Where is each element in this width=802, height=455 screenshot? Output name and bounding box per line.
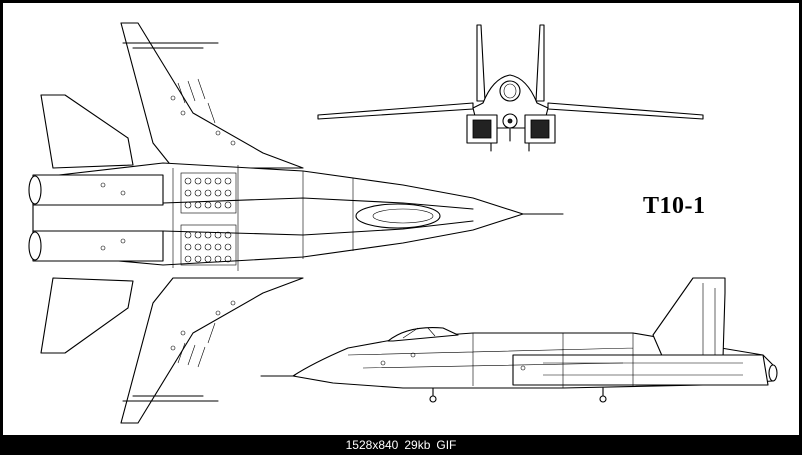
top-view-lower-stabilizer [40,277,134,354]
front-view-left-fin [476,24,486,102]
three-view-drawing [28,22,778,424]
top-view [28,22,564,424]
side-view-canopy [387,326,459,342]
aircraft-drawing[interactable]: T10-1 [3,3,799,435]
top-view-upper-engine [32,174,164,206]
top-view-upper-stabilizer [40,94,134,169]
side-view-vertical-tail [652,277,726,359]
image-dimensions: 1528x840 [345,438,399,452]
top-view-panel-details [100,78,237,368]
top-view-canopy [355,203,441,229]
top-view-lower-engine [32,230,164,262]
top-view-lower-wing [120,277,304,424]
front-view-left-wing [317,102,474,120]
side-view-engine-nacelle [512,354,769,386]
side-view [260,277,778,403]
image-file-size: 29kb [404,438,431,452]
front-view-right-fin [535,24,545,102]
front-view [317,24,704,152]
image-info-bar: 1528x840 29kb GIF [0,435,802,455]
top-view-upper-wing [120,22,304,169]
drawing-title: T10-1 [643,193,706,219]
image-format: GIF [436,438,457,452]
front-view-right-wing [547,102,704,120]
